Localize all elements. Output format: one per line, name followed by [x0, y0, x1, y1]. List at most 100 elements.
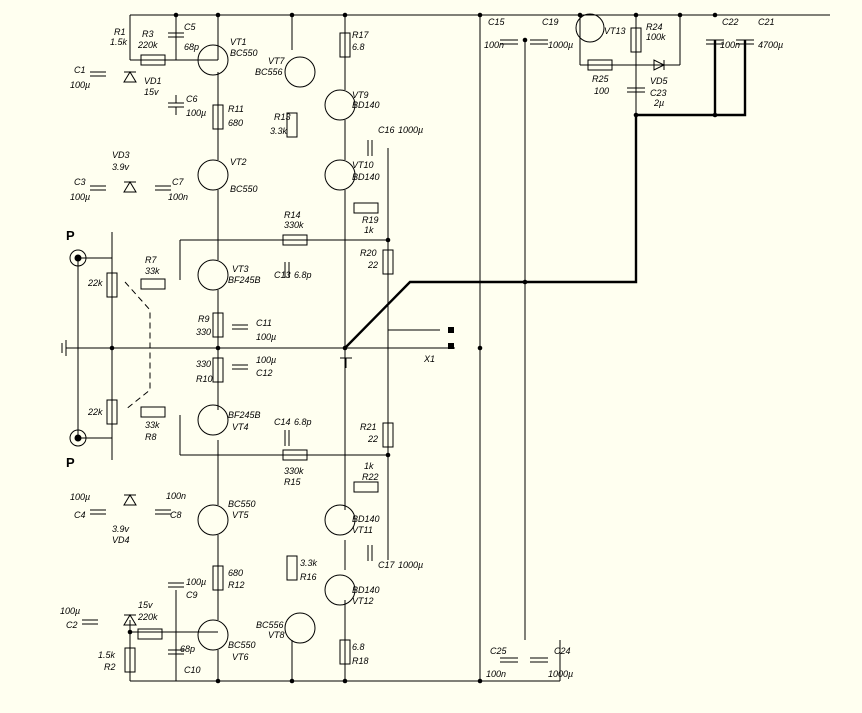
component-label: 100k: [646, 32, 666, 42]
component-label: VT11: [352, 525, 373, 535]
transistor-vt7: [284, 56, 316, 88]
resistor-r16: [286, 555, 298, 581]
component-label: X1: [423, 354, 435, 364]
component-label: R12: [228, 580, 245, 590]
component-label: 1k: [364, 225, 374, 235]
component-label: R7: [145, 255, 157, 265]
input-jack-bottom: [69, 429, 87, 447]
component-label: 100µ: [186, 577, 206, 587]
component-label: C5: [184, 22, 196, 32]
component-label: C4: [74, 510, 86, 520]
component-label: 2µ: [653, 98, 664, 108]
component-label: VT2: [230, 157, 247, 167]
component-label: BC550: [228, 499, 256, 509]
component-label: BD140: [352, 172, 380, 182]
component-label: 3.9v: [112, 524, 130, 534]
component-label: R18: [352, 656, 369, 666]
component-label: C1: [74, 65, 86, 75]
component-label: BD140: [352, 100, 380, 110]
component-label: 1000µ: [548, 40, 573, 50]
component-label: 33k: [145, 420, 160, 430]
component-label: R2: [104, 662, 116, 672]
component-label: BF245B: [228, 275, 261, 285]
component-label: 100: [594, 86, 609, 96]
component-label: 330: [196, 359, 211, 369]
component-label: R8: [145, 432, 157, 442]
component-label: 220k: [137, 40, 158, 50]
diodes: [123, 59, 666, 626]
component-label: VT1: [230, 37, 247, 47]
connectors: [69, 249, 454, 447]
component-label: C15: [488, 17, 506, 27]
component-label: 22: [367, 434, 378, 444]
transistor-vt5: [197, 504, 229, 536]
component-label: 1k: [364, 461, 374, 471]
component-label: C10: [184, 665, 201, 675]
component-label: R1: [114, 27, 126, 37]
zener-vd3: [123, 181, 137, 193]
resistor-r22: [353, 481, 379, 493]
component-label: VT3: [232, 264, 249, 274]
component-label: C16: [378, 125, 395, 135]
component-label: BF245B: [228, 410, 261, 420]
transistors: [197, 13, 605, 651]
component-label: C17: [378, 560, 396, 570]
component-label: C23: [650, 88, 667, 98]
component-label: VT6: [232, 652, 249, 662]
component-label: 100n: [720, 40, 740, 50]
component-label: 68p: [184, 42, 199, 52]
component-label: 100n: [484, 40, 504, 50]
component-label: 33k: [145, 266, 160, 276]
chassis-ground-icon: [340, 357, 352, 368]
component-label: 100µ: [186, 108, 206, 118]
component-label: 330k: [284, 466, 304, 476]
component-label: 1000µ: [398, 125, 423, 135]
component-label: VT9: [352, 90, 369, 100]
component-label: 100n: [168, 192, 188, 202]
resistor-r7: [140, 278, 166, 290]
zener-vd2: [123, 614, 137, 626]
component-label: VD3: [112, 150, 130, 160]
component-label: VT12: [352, 596, 374, 606]
input-jack-top: [69, 249, 87, 267]
component-label: R20: [360, 248, 377, 258]
component-label: C3: [74, 177, 86, 187]
component-label: C12: [256, 368, 273, 378]
transistor-vt4: [197, 404, 229, 436]
component-label: 68p: [180, 644, 195, 654]
component-label: C22: [722, 17, 739, 27]
component-label: VT8: [268, 630, 285, 640]
component-label: 1000µ: [398, 560, 423, 570]
component-label: R15: [284, 477, 302, 487]
component-label: BC550: [228, 640, 256, 650]
component-label: C7: [172, 177, 184, 187]
component-label: R9: [198, 314, 210, 324]
component-label: R11: [228, 104, 244, 114]
component-label: BD140: [352, 585, 380, 595]
component-label: VD5: [650, 76, 669, 86]
component-label: 22k: [87, 407, 103, 417]
component-label: 15v: [138, 600, 153, 610]
resistor-r19: [353, 202, 379, 214]
component-label: P: [66, 228, 75, 243]
component-label: R14: [284, 210, 301, 220]
capacitors: [82, 25, 754, 663]
component-label: R21: [360, 422, 377, 432]
component-label: 100µ: [70, 80, 90, 90]
component-label: R3: [142, 29, 154, 39]
component-label: 4700µ: [758, 40, 783, 50]
component-label: C13: [274, 270, 291, 280]
transistor-vt8: [284, 612, 316, 644]
component-label: R10: [196, 374, 213, 384]
component-label: 100µ: [70, 492, 90, 502]
component-label: 100µ: [70, 192, 90, 202]
resistors: [106, 27, 642, 673]
component-label: VT13: [604, 26, 626, 36]
component-label: 680: [228, 118, 243, 128]
zener-vd4: [123, 494, 137, 506]
component-label: VD1: [144, 76, 162, 86]
component-label: C21: [758, 17, 775, 27]
component-label: BD140: [352, 514, 380, 524]
component-label: 3.3k: [270, 126, 288, 136]
